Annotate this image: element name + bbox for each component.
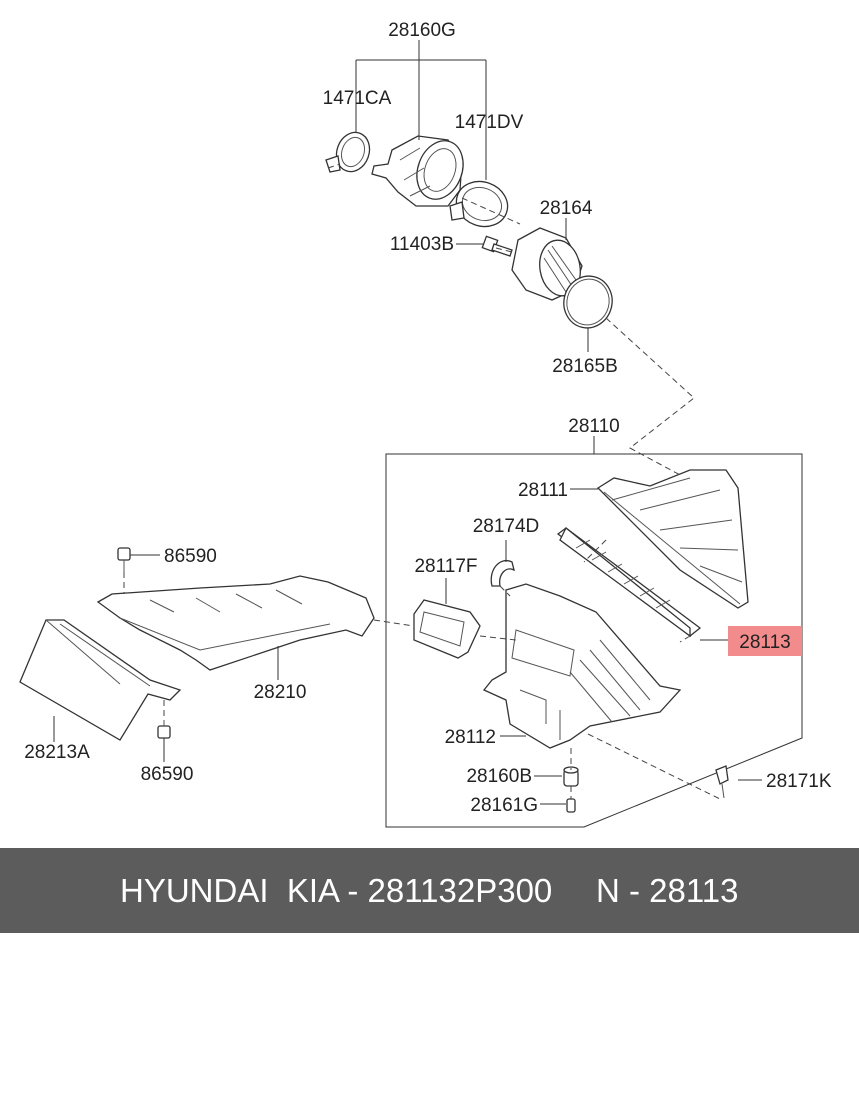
gasket-ring-part [563, 275, 613, 329]
clamp-part-left [325, 131, 371, 173]
assembly-line-grommet [373, 619, 517, 641]
footer-brand-part-number: HYUNDAI KIA - 281132P300 [120, 872, 553, 909]
bolt-part-lower [715, 765, 729, 799]
assembly-frame [385, 453, 803, 828]
leader-28160G [355, 40, 487, 180]
label-28213A: 28213A [24, 742, 90, 763]
clamp-part-right [449, 180, 509, 228]
label-28160B: 28160B [466, 766, 532, 787]
label-28111: 28111 [518, 480, 568, 501]
assembly-line-hose [499, 585, 511, 597]
label-28174D: 28174D [473, 516, 540, 537]
label-28113: 28113 [739, 632, 790, 653]
collar-part [566, 798, 576, 813]
label-28165B: 28165B [552, 356, 618, 377]
clip-part-upper [117, 547, 131, 572]
label-86590-upper: 86590 [164, 546, 217, 567]
label-28110: 28110 [568, 416, 619, 437]
label-11403B: 11403B [390, 234, 454, 255]
label-86590-lower: 86590 [141, 764, 194, 785]
label-28160G: 28160G [388, 20, 456, 41]
air-cleaner-body-part [482, 583, 682, 749]
assembly-line-sensor [327, 163, 521, 253]
label-28112: 28112 [445, 727, 496, 748]
label-28210: 28210 [254, 682, 307, 703]
bolt-part [481, 235, 513, 257]
label-28171K: 28171K [766, 771, 832, 792]
label-28164: 28164 [540, 198, 593, 219]
assembly-line-filter [583, 539, 691, 643]
label-28117F: 28117F [414, 556, 477, 577]
intake-duct-part [96, 575, 375, 671]
parts-diagram: 28160G 1471CA 1471DV 28164 11403B 28165B… [19, 20, 832, 828]
label-1471CA: 1471CA [323, 88, 392, 109]
assembly-line-gasket [605, 317, 695, 477]
sensor-housing-part [511, 227, 583, 301]
assembly-line-clip [123, 572, 165, 720]
clip-part-lower [157, 720, 171, 739]
footer-reference-number: N - 28113 [596, 872, 739, 909]
assembly-line-bolt [587, 733, 723, 801]
filter-cover-part [596, 469, 749, 609]
shroud-part [19, 619, 182, 741]
filter-element-part [556, 526, 702, 638]
grommet-plate-part [413, 599, 481, 659]
breather-hose-part [490, 560, 515, 587]
air-duct-part [371, 135, 464, 207]
label-1471DV: 1471DV [455, 112, 524, 133]
footer-bar: HYUNDAI KIA - 281132P300 N - 28113 [0, 848, 859, 933]
highlight-28113 [728, 626, 802, 656]
label-28161G: 28161G [470, 795, 538, 816]
